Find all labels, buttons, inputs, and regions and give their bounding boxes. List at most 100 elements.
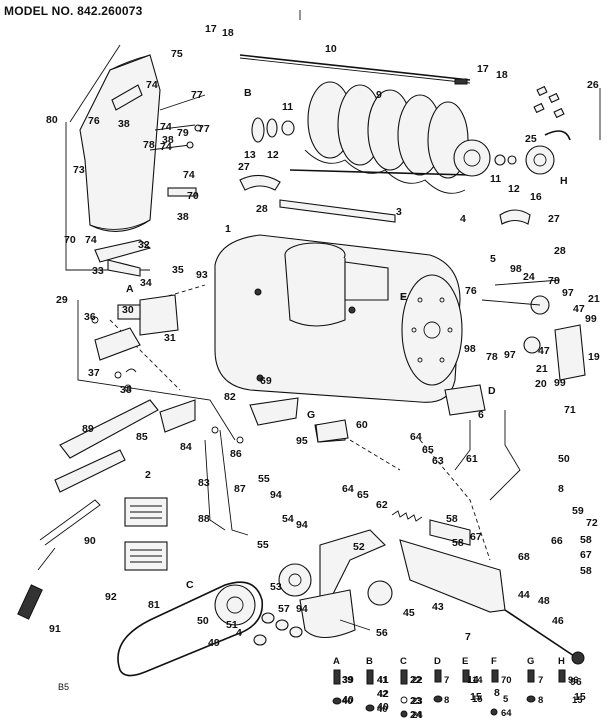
callout-8b: 8 xyxy=(494,687,500,699)
callout-88: 88 xyxy=(198,513,210,525)
letter-ref-C: C xyxy=(186,579,194,591)
callout-46: 46 xyxy=(552,615,564,627)
letter-ref-G: G xyxy=(307,409,315,421)
key-A-item-2: 40 xyxy=(342,696,353,707)
callout-64b: 64 xyxy=(342,483,354,495)
callout-67a: 67 xyxy=(470,531,482,543)
callout-numbers: 1 2 3 4 4 5 6 7 8 8 9 10 11 11 12 12 13 … xyxy=(46,23,600,721)
callout-49: 49 xyxy=(208,637,220,649)
linkage-rods xyxy=(204,426,249,536)
callout-31: 31 xyxy=(164,332,176,344)
callout-12b: 12 xyxy=(508,183,520,195)
callout-30: 30 xyxy=(122,304,134,316)
callout-54: 54 xyxy=(282,513,294,525)
callout-20: 20 xyxy=(535,378,547,390)
callout-27: 27 xyxy=(238,161,250,173)
callout-4b: 4 xyxy=(236,627,242,639)
callout-14: 14 xyxy=(467,674,479,686)
callout-8: 8 xyxy=(558,483,564,495)
callout-43: 43 xyxy=(432,601,444,613)
callout-58d: 58 xyxy=(580,565,592,577)
callout-70b: 70 xyxy=(187,190,199,202)
key-E-letter: E xyxy=(462,656,468,667)
callout-53: 53 xyxy=(270,581,282,593)
callout-38c: 38 xyxy=(177,211,189,223)
key-G-item-2: 8 xyxy=(538,695,543,706)
callout-11: 11 xyxy=(282,101,293,113)
callout-4: 4 xyxy=(460,213,466,225)
callout-32: 32 xyxy=(138,239,150,251)
callout-3: 3 xyxy=(396,206,402,218)
callout-11b: 11 xyxy=(490,173,501,185)
key-A-item-1: 39 xyxy=(342,675,353,686)
callout-9: 9 xyxy=(376,89,382,101)
key-B-item-1: 41 xyxy=(377,675,388,686)
callout-78c: 78 xyxy=(486,351,498,363)
key-D-item-1: 7 xyxy=(444,675,449,686)
callout-17b: 17 xyxy=(477,63,489,75)
callout-86: 86 xyxy=(230,448,242,460)
callout-90: 90 xyxy=(84,535,96,547)
spring xyxy=(391,510,423,522)
callout-94a: 94 xyxy=(270,489,282,501)
callout-28b: 28 xyxy=(554,245,566,257)
letter-ref-F: F xyxy=(400,291,407,303)
callout-13: 13 xyxy=(244,149,256,161)
callout-21: 21 xyxy=(588,293,600,305)
callout-15: 15 xyxy=(470,691,482,703)
callout-69: 69 xyxy=(260,375,272,387)
callout-42: 42 xyxy=(377,688,389,700)
callout-58b: 58 xyxy=(452,537,464,549)
key-B-letter: B xyxy=(366,656,373,667)
key-A-letter: A xyxy=(333,656,340,667)
model-number-header: MODEL NO. 842.260073 xyxy=(4,4,143,18)
callout-12: 12 xyxy=(267,149,279,161)
key-H-item-2: 15 xyxy=(572,695,583,706)
callout-76a: 76 xyxy=(88,115,100,127)
callout-24: 24 xyxy=(523,271,535,283)
auger-spiral xyxy=(289,81,491,194)
callout-75: 75 xyxy=(171,48,183,60)
callout-40b: 40 xyxy=(377,701,389,713)
callout-96: 96 xyxy=(570,676,582,688)
callout-98a: 98 xyxy=(510,263,522,275)
callout-99b: 99 xyxy=(554,377,566,389)
angle-bar xyxy=(279,199,396,223)
callout-50: 50 xyxy=(558,453,570,465)
frame-bracket xyxy=(299,529,393,639)
key-H-item-1: 96 xyxy=(568,675,579,686)
callout-2: 2 xyxy=(145,469,151,481)
callout-17: 17 xyxy=(205,23,217,35)
callout-92: 92 xyxy=(105,591,117,603)
callout-79: 79 xyxy=(177,127,189,139)
callout-10: 10 xyxy=(325,43,337,55)
callout-63: 63 xyxy=(432,455,444,467)
callout-67b: 67 xyxy=(580,549,592,561)
callout-52: 52 xyxy=(353,541,365,553)
callout-58c: 58 xyxy=(580,534,592,546)
callout-18: 18 xyxy=(222,27,234,39)
callout-80: 80 xyxy=(46,114,58,126)
callout-62: 62 xyxy=(376,499,388,511)
callout-27b: 27 xyxy=(548,213,560,225)
callout-29: 29 xyxy=(56,294,68,306)
callout-28: 28 xyxy=(256,203,268,215)
callout-47b: 47 xyxy=(538,345,550,357)
callout-85: 85 xyxy=(136,431,148,443)
letter-ref-D: D xyxy=(488,385,496,397)
callout-47: 47 xyxy=(573,303,585,315)
callout-89: 89 xyxy=(82,423,94,435)
callout-41: 41 xyxy=(377,674,389,686)
handle-assembly xyxy=(17,399,196,620)
callout-33: 33 xyxy=(92,265,104,277)
callout-74a: 74 xyxy=(146,79,158,91)
callout-19: 19 xyxy=(588,351,600,363)
callout-38b: 38 xyxy=(162,134,174,146)
letter-references: A B C D E F G H xyxy=(126,87,568,591)
callout-68: 68 xyxy=(518,551,530,563)
key-C-item-1: 22 xyxy=(412,675,423,686)
callout-61: 61 xyxy=(466,453,478,465)
chute-crank xyxy=(91,239,179,392)
callout-37: 37 xyxy=(88,367,100,379)
callout-74d: 74 xyxy=(183,169,195,181)
